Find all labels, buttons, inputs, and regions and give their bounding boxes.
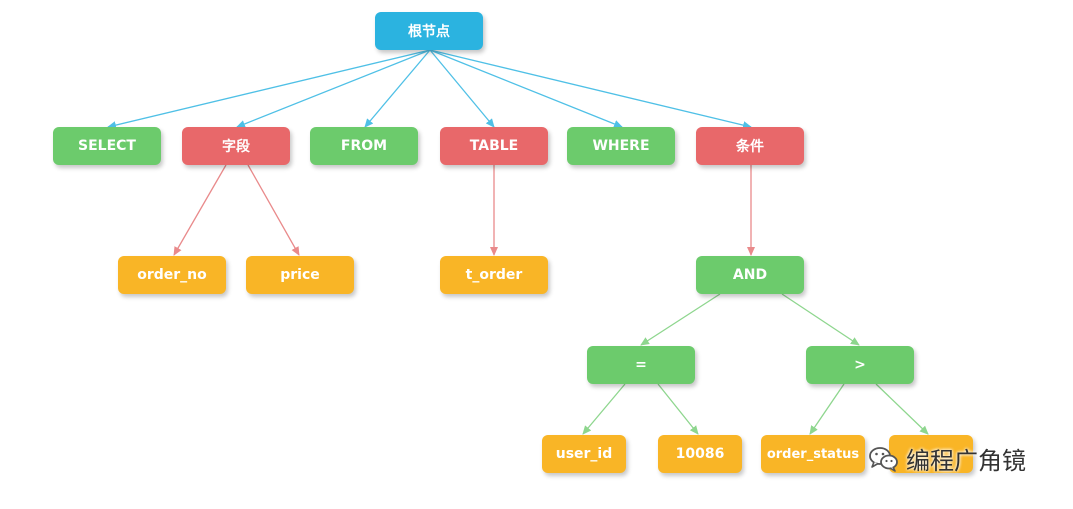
table-node: TABLE [440,127,548,165]
edge-root-fields [236,49,431,128]
user-id-node: user_id [542,435,626,473]
order-status-node: order_status [761,435,865,473]
edge-gt-order-status [809,383,845,435]
gt-value-node [889,435,973,473]
edge-eq-user-id [582,383,626,435]
edge-and-eq [640,293,721,346]
edge-gt-value [875,383,929,435]
edge-root-select [107,49,431,130]
wechat-icon [869,446,898,472]
root-node: 根节点 [375,12,483,50]
edge-fields-order-no [173,164,227,256]
edge-root-table [429,49,495,128]
and-node: AND [696,256,804,294]
greater-than-node: > [806,346,914,384]
edge-fields-price [247,164,300,256]
order-no-node: order_no [118,256,226,294]
equals-node: = [587,346,695,384]
watermark-text: 编程广角镜 [906,447,1026,475]
edge-root-condition [429,49,752,130]
edge-root-from [364,49,431,128]
value-10086-node: 10086 [658,435,742,473]
watermark: 编程广角镜 [868,441,1026,476]
from-node: FROM [310,127,418,165]
price-node: price [246,256,354,294]
fields-node: 字段 [182,127,290,165]
edge-and-gt [781,293,860,346]
t-order-node: t_order [440,256,548,294]
condition-node: 条件 [696,127,804,165]
select-node: SELECT [53,127,161,165]
where-node: WHERE [567,127,675,165]
edge-root-where [429,49,623,128]
edge-eq-10086 [657,383,699,435]
